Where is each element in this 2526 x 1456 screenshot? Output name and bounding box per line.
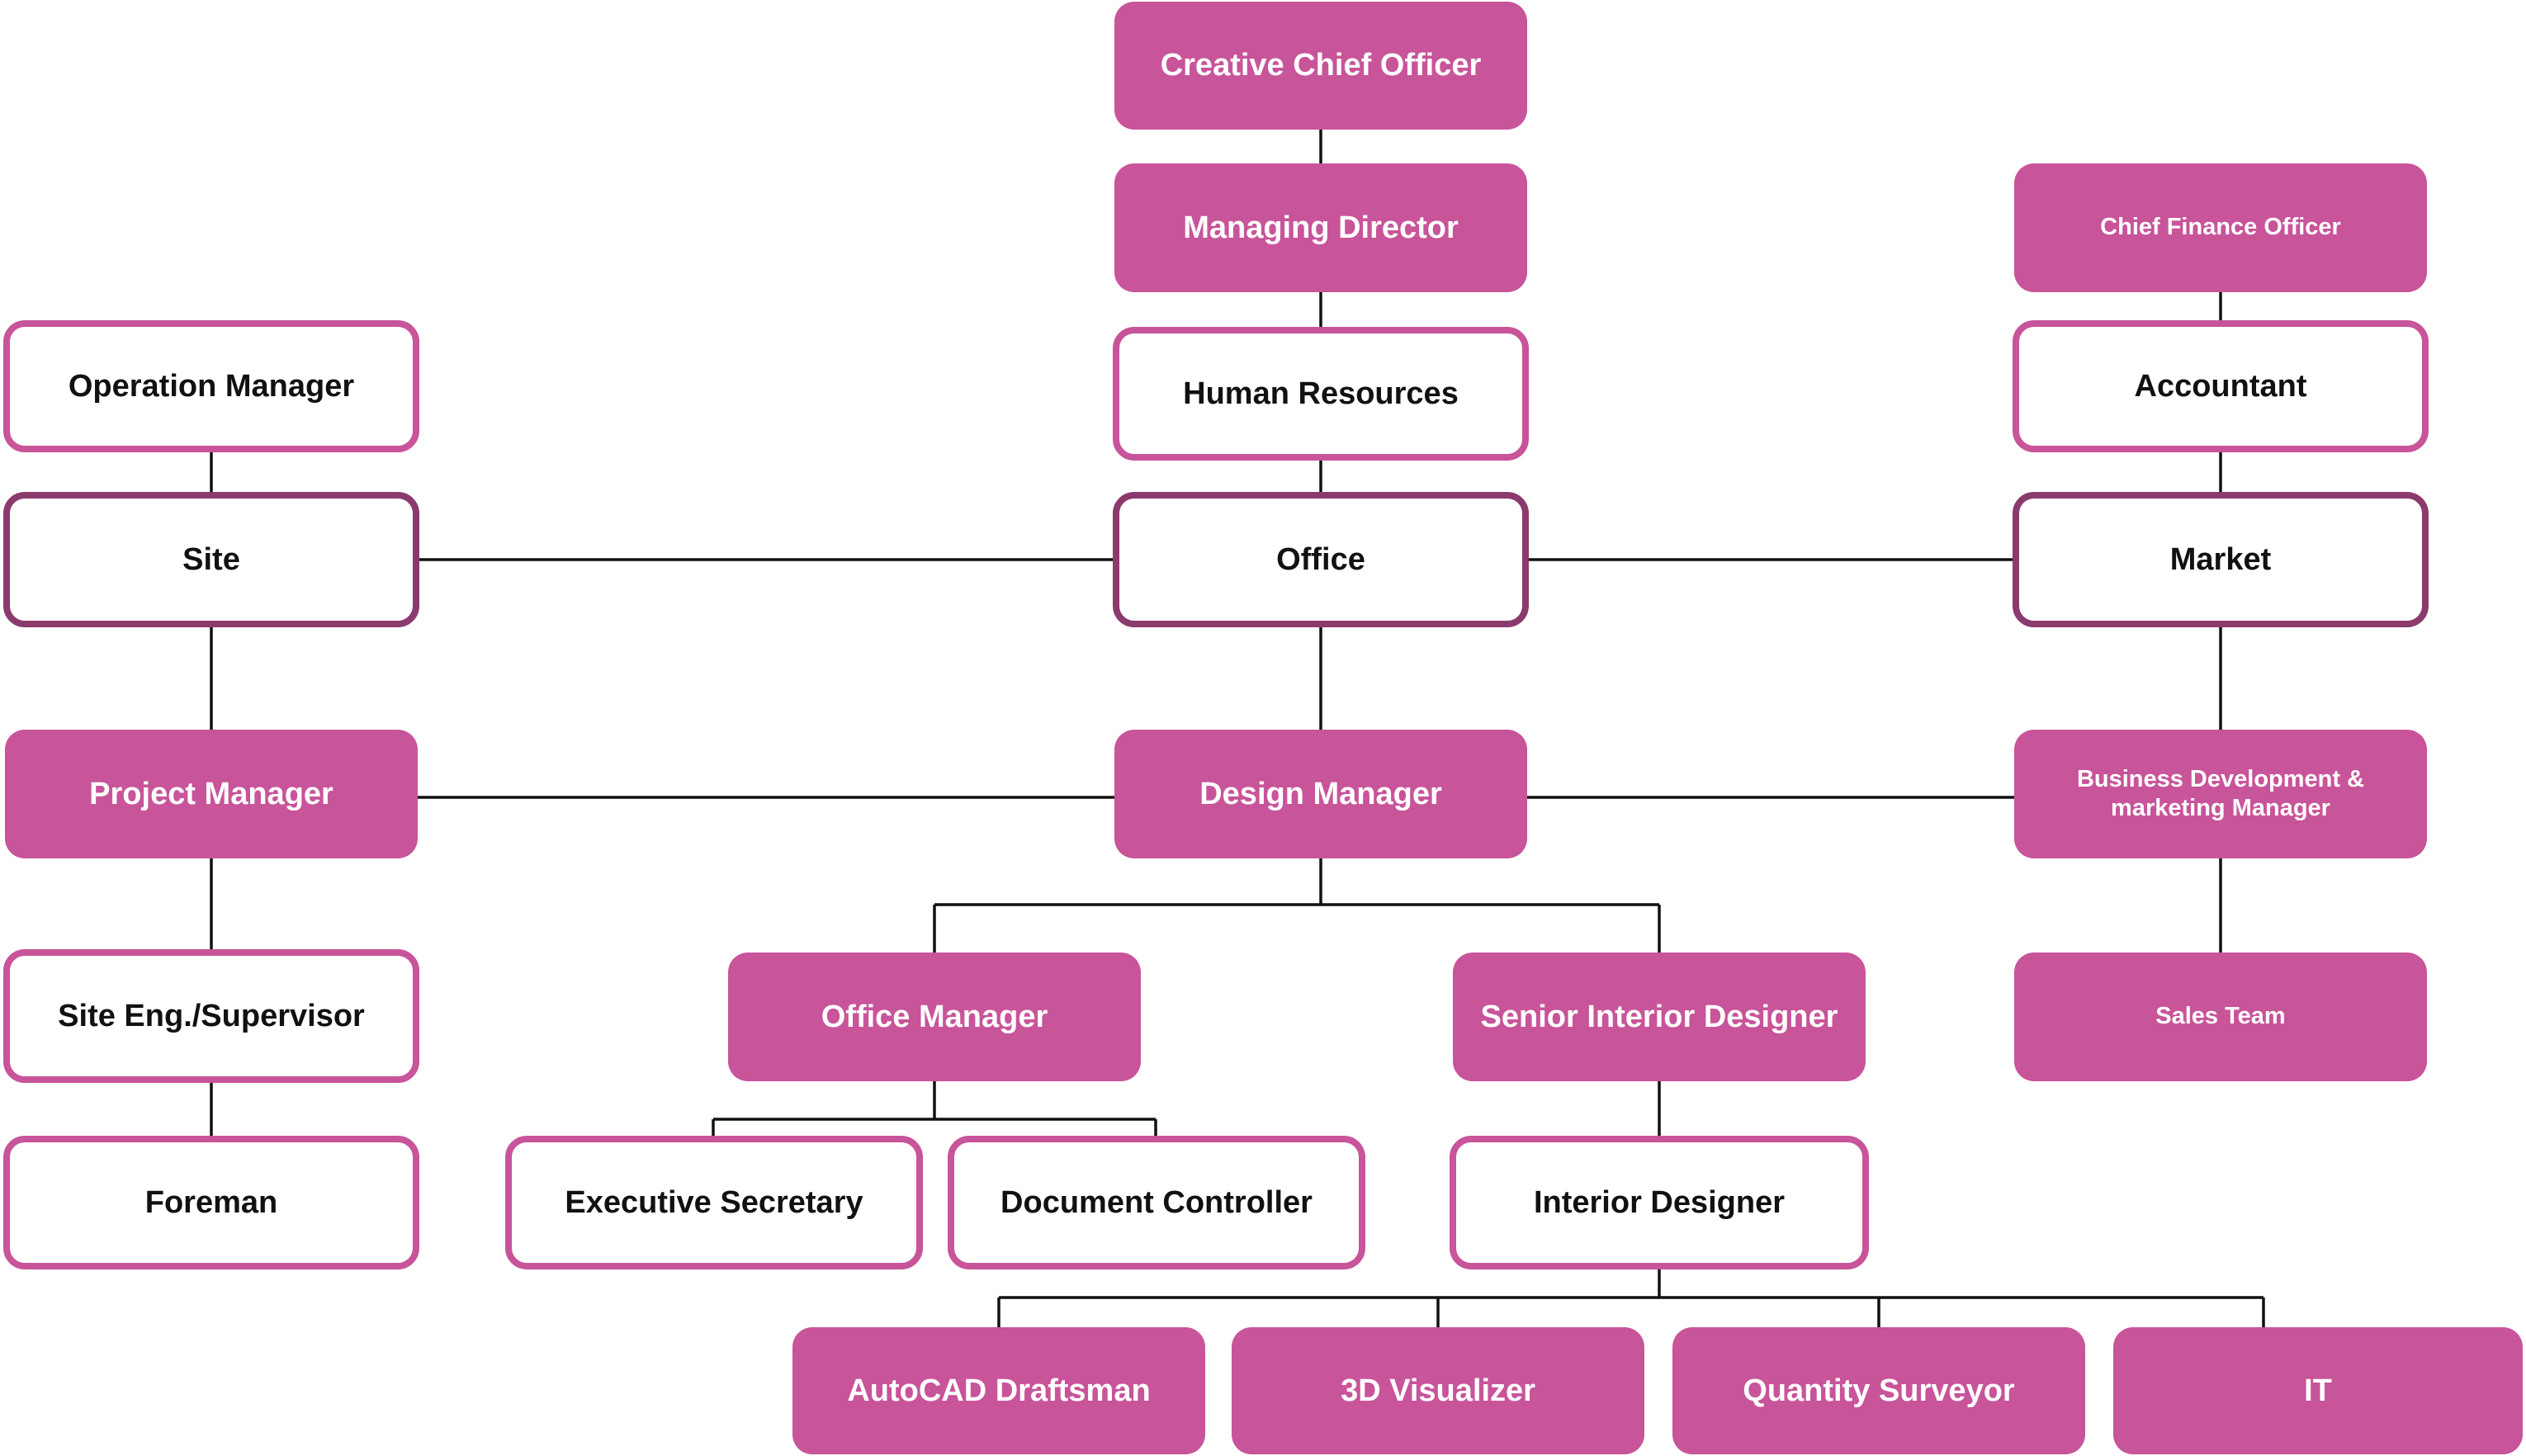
node-chief-finance-officer: Chief Finance Officer [2014, 163, 2427, 292]
node-office: Office [1113, 492, 1529, 627]
node-3d-visualizer: 3D Visualizer [1232, 1327, 1644, 1454]
node-market: Market [2013, 492, 2429, 627]
node-autocad-draftsman: AutoCAD Draftsman [792, 1327, 1205, 1454]
node-operation-manager: Operation Manager [3, 320, 419, 452]
node-managing-director: Managing Director [1114, 163, 1527, 292]
node-accountant: Accountant [2013, 320, 2429, 452]
node-executive-secretary: Executive Secretary [505, 1136, 923, 1269]
node-site-engineer-supervisor: Site Eng./Supervisor [3, 949, 419, 1083]
node-project-manager: Project Manager [5, 730, 418, 858]
node-it: IT [2113, 1327, 2523, 1454]
node-human-resources: Human Resources [1113, 327, 1529, 461]
node-site: Site [3, 492, 419, 627]
node-senior-interior-designer: Senior Interior Designer [1453, 953, 1866, 1081]
node-interior-designer: Interior Designer [1450, 1136, 1869, 1269]
node-business-development-manager: Business Development & marketing Manager [2014, 730, 2427, 858]
node-document-controller: Document Controller [948, 1136, 1365, 1269]
node-sales-team: Sales Team [2014, 953, 2427, 1081]
node-foreman: Foreman [3, 1136, 419, 1269]
node-quantity-surveyor: Quantity Surveyor [1672, 1327, 2085, 1454]
node-design-manager: Design Manager [1114, 730, 1527, 858]
node-creative-chief-officer: Creative Chief Officer [1114, 2, 1527, 130]
node-office-manager: Office Manager [728, 953, 1141, 1081]
